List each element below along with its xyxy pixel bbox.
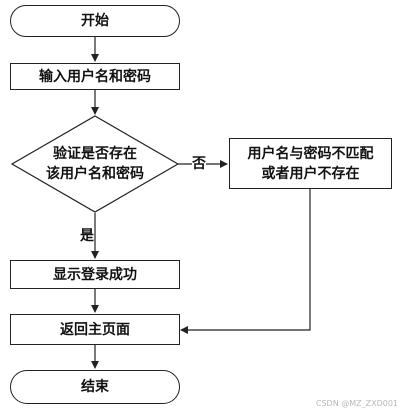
decision-line-2: 该用户名和密码 [46,166,144,182]
return-home-label: 返回主页面 [60,321,130,338]
start-label: 开始 [81,13,109,29]
return-home-box: 返回主页面 [10,314,180,345]
success-label: 显示登录成功 [53,266,137,283]
decision-text: 验证是否存在 该用户名和密码 [30,144,160,184]
watermark-text: CSDN @MZ_ZXD001 [315,399,398,408]
yes-branch-label: 是 [80,228,94,244]
error-line-1: 用户名与密码不匹配 [247,145,374,162]
error-process-box: 用户名与密码不匹配 或者用户不存在 [229,138,392,189]
end-label: 结束 [81,379,109,395]
end-terminal: 结束 [10,370,180,404]
start-terminal: 开始 [10,5,180,37]
decision-line-1: 验证是否存在 [53,146,137,162]
input-label: 输入用户名和密码 [39,68,151,85]
decision-diamond [10,115,180,213]
input-process-box: 输入用户名和密码 [10,63,180,90]
arrow-error-to-return [180,189,311,334]
success-process-box: 显示登录成功 [10,260,180,289]
error-line-2: 或者用户不存在 [261,165,360,182]
no-branch-label: 否 [192,156,206,172]
